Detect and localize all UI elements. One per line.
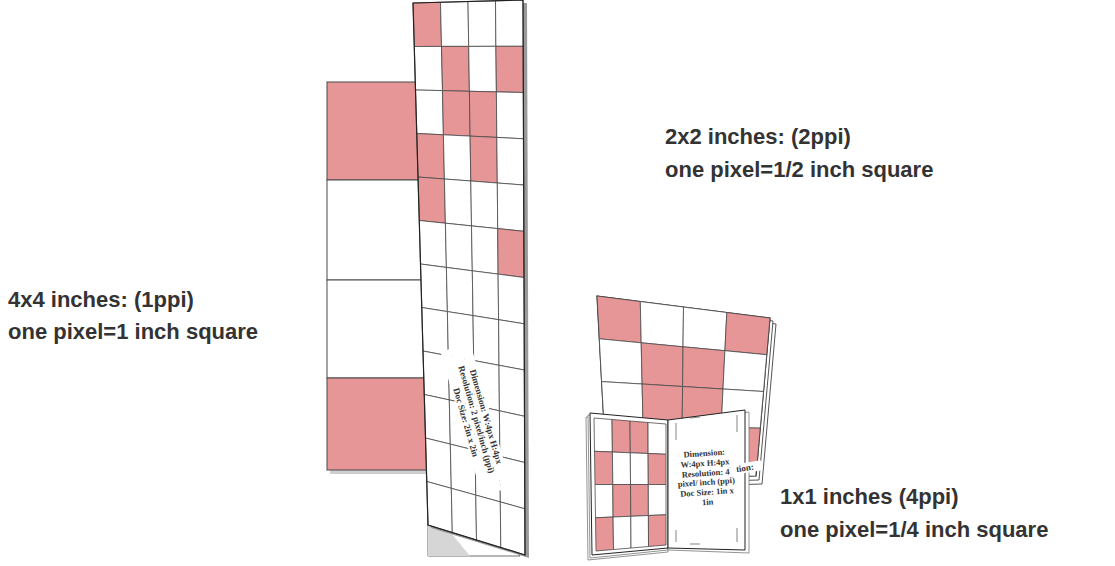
pixel-cell (640, 302, 683, 347)
pixel-cell (417, 134, 445, 180)
pixel-cell (613, 516, 631, 549)
pixel-cell (612, 420, 630, 453)
page-tick (676, 423, 677, 440)
pixel-cell (327, 280, 428, 378)
pixel-cell (445, 223, 472, 271)
pixel-cell (446, 267, 473, 315)
page-stack (586, 417, 668, 560)
pixel-cell (498, 274, 524, 324)
pixel-cell (451, 488, 476, 540)
pixel-cell (631, 485, 649, 517)
info-block: Dimension: W:4px H:4pxResolution: 4 pixe… (673, 447, 739, 510)
page-outline (668, 410, 745, 550)
pixel-cell (327, 82, 428, 180)
size-label: 1x1 inches (4ppi) (780, 484, 959, 510)
pixel-cell (442, 46, 470, 91)
pixel-cell (498, 229, 524, 278)
pixel-cell (499, 320, 525, 370)
pixel-cell (426, 438, 452, 488)
pixel-cell (413, 2, 442, 46)
pixel-cell (500, 502, 525, 555)
pixel-cell (630, 453, 648, 485)
page-tick (737, 415, 738, 432)
pixel-cell (469, 46, 497, 92)
pixel-cell (499, 411, 524, 463)
pixel-cell (496, 46, 523, 92)
pixel-cell (421, 264, 448, 312)
pixel-cell (631, 516, 649, 549)
pixel-cell (597, 296, 641, 343)
pixel-cell (496, 0, 524, 46)
pixel-cell (414, 46, 442, 90)
pixel-cell (471, 181, 498, 229)
pixel-cell (472, 271, 498, 320)
pixel-cell (470, 136, 497, 183)
pixel-cell (416, 90, 444, 135)
page-outline (590, 413, 668, 555)
pixel-cell (468, 1, 496, 47)
pixel-cell (648, 423, 666, 455)
pixel-cell (612, 452, 630, 485)
pixel-cell (473, 316, 499, 366)
page-tick (690, 544, 700, 545)
page-tick (737, 528, 738, 542)
pixel-cell (497, 183, 524, 231)
pixel-cell (327, 378, 428, 470)
pixel-cell (327, 180, 428, 280)
pixel-cell (630, 421, 648, 454)
pixel-cell (499, 365, 525, 416)
pixel-cell (595, 485, 613, 518)
sheet-outline (413, 0, 525, 555)
page-tick (690, 417, 700, 418)
pixel-cell (419, 221, 446, 268)
pixel-cell (683, 347, 725, 389)
pixel-cell (496, 92, 523, 139)
pixel-cell (422, 308, 449, 356)
pixel-cell (683, 307, 727, 351)
pixel-cell (476, 495, 501, 547)
doc-info-text: Doc Size: 1in x 1in (676, 486, 739, 510)
pixel-cell (648, 454, 666, 485)
pixel-cell (418, 177, 445, 223)
pixel-cell (469, 91, 496, 137)
pixel-cell (443, 135, 470, 181)
size-label: 2x2 inches: (2ppi) (665, 124, 851, 150)
pixel-cell (648, 485, 666, 516)
pixel-cell (594, 418, 612, 452)
pixel-cell (441, 2, 469, 47)
pixel-cell (613, 485, 631, 518)
pixel-cell (427, 482, 453, 533)
pixel-cell (424, 395, 450, 445)
size-label: one pixel=1/2 inch square (665, 157, 933, 183)
pixel-cell (599, 339, 642, 384)
pixel-cell (641, 343, 683, 387)
size-label: one pixel=1 inch square (8, 319, 258, 345)
page-stack (588, 415, 668, 558)
pixel-cell (596, 517, 614, 551)
page-tick (676, 530, 677, 542)
size-label: one pixel=1/4 inch square (780, 517, 1048, 543)
pixel-cell (443, 91, 471, 137)
pixel-cell (444, 179, 471, 226)
pixel-cell (725, 313, 770, 355)
size-label: 4x4 inches: (1ppi) (8, 287, 194, 313)
pixel-cell (595, 451, 613, 484)
pixel-cell (497, 137, 524, 185)
pixel-cell (648, 515, 666, 547)
pixel-cell (472, 226, 499, 274)
pixel-cell (723, 351, 767, 392)
